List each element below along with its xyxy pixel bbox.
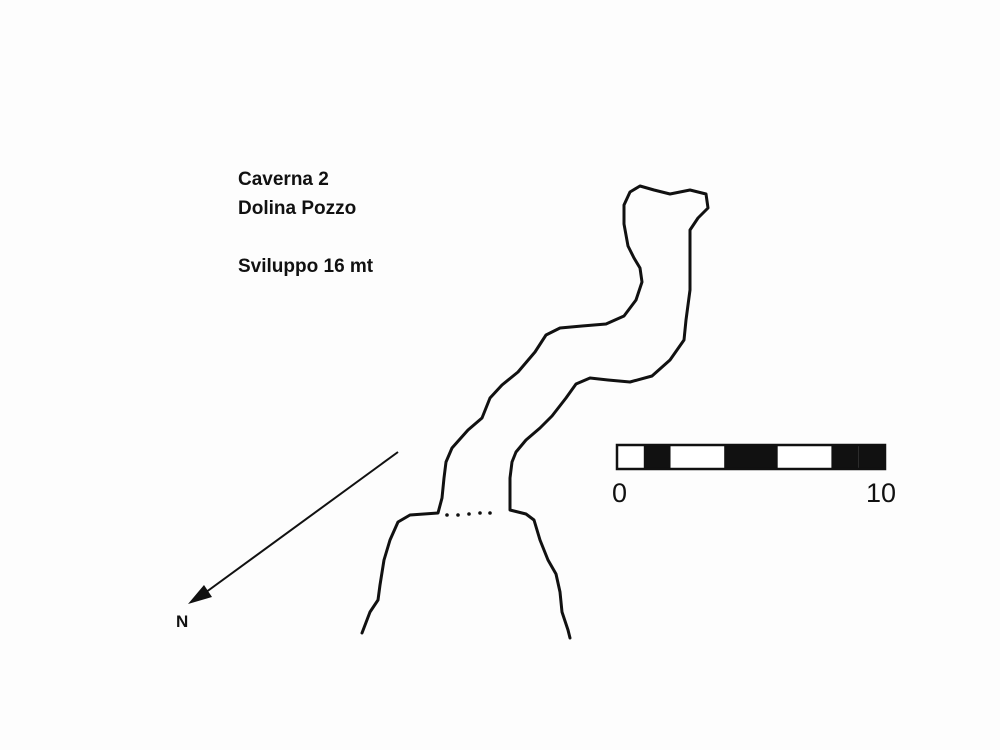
cave-left-wall	[360, 184, 710, 640]
scale-segment	[617, 445, 644, 469]
scale-start-label: 0	[612, 478, 628, 508]
cave-development: Sviluppo 16 mt	[238, 256, 374, 277]
scale-segment	[697, 445, 725, 469]
scale-end-label: 10	[866, 478, 897, 508]
north-arrow-head-icon	[188, 585, 212, 604]
cave-location: Dolina Pozzo	[238, 198, 357, 219]
entrance-dotted-line	[445, 511, 492, 517]
scale-bar-border	[615, 443, 887, 471]
north-arrow	[188, 451, 399, 604]
north-label: N	[176, 612, 189, 631]
scale-segment	[670, 445, 698, 469]
north-arrow-shaft	[197, 451, 399, 599]
scale-segment	[804, 445, 832, 469]
cave-outline	[360, 184, 710, 640]
scale-segment	[831, 445, 859, 469]
scale-segment	[858, 445, 885, 469]
scale-bar	[615, 443, 887, 471]
cave-name: Caverna 2	[238, 169, 329, 190]
scale-segment	[724, 445, 751, 469]
scale-segment	[643, 445, 671, 469]
scale-segment	[777, 445, 805, 469]
scale-segment	[751, 445, 778, 469]
